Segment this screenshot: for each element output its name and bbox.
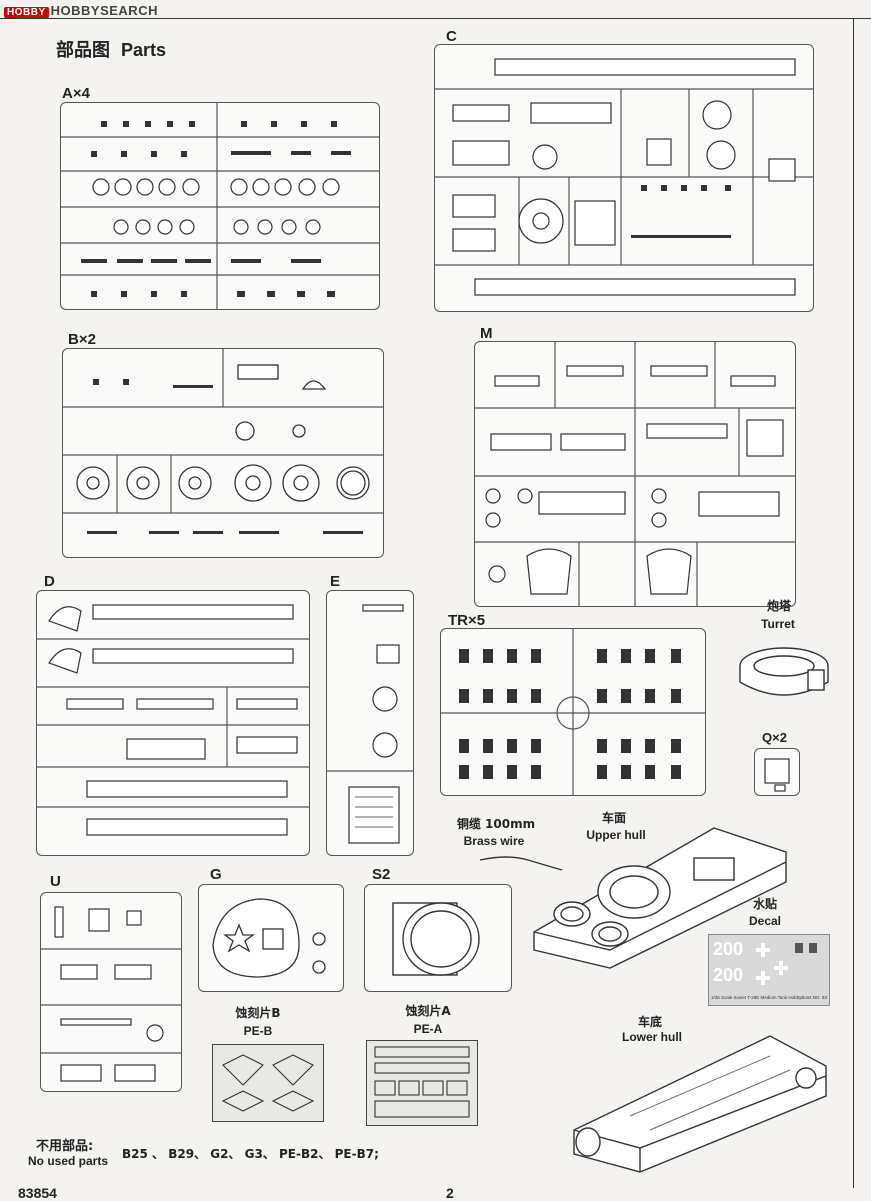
pe-b-caption-en: PE-B — [243, 1024, 273, 1038]
sprue-g-label: G — [210, 866, 222, 883]
watermark-text: HOBBYSEARCH — [50, 3, 158, 18]
lower-hull-drawing — [573, 1035, 827, 1173]
right-rule — [853, 18, 854, 1188]
pe-b-caption-zh: 蚀刻片B — [235, 1006, 281, 1020]
top-rule — [0, 18, 871, 19]
sprue-q-drawing — [764, 758, 790, 792]
unused-parts-list: B25 、 B29、 G2、 G3、 PE-B2、 PE-B7; — [122, 1147, 379, 1161]
decal-caption-zh: 水贴 — [752, 897, 777, 911]
decal-sheet: 200 200 1/35 Scale Soviet T-28E Medium T… — [708, 934, 830, 1006]
sprue-u — [40, 892, 182, 1092]
pe-a-caption-zh: 蚀刻片A — [405, 1004, 451, 1018]
watermark-brand: HOBBY — [4, 7, 49, 18]
pe-a-drawing — [374, 1046, 470, 1118]
sprue-tr-drawing — [441, 629, 705, 795]
upper-hull-caption-en: Upper hull — [586, 828, 646, 842]
page-title-en: Parts — [121, 40, 167, 60]
pe-a-caption-en: PE-A — [413, 1022, 443, 1036]
unused-parts-title-en: No used parts — [28, 1154, 109, 1168]
decal-number-1: 200 — [713, 939, 744, 959]
pe-b-drawing — [221, 1054, 315, 1112]
pe-a-fret — [366, 1040, 478, 1126]
sprue-m-drawing — [475, 342, 795, 606]
turret-drawing — [739, 647, 829, 696]
sprue-tr — [440, 628, 706, 796]
sprue-c — [434, 44, 814, 312]
decal-number-2: 200 — [713, 965, 744, 985]
sprue-a — [60, 102, 380, 310]
turret-caption-en: Turret — [761, 617, 795, 631]
sprue-tr-label: TR×5 — [448, 612, 486, 629]
brass-wire-caption-zh: 铜缆 100mm — [456, 817, 536, 831]
sprue-d-drawing — [37, 604, 309, 836]
sprue-u-label: U — [50, 873, 61, 890]
decal-caption-en: Decal — [748, 914, 782, 928]
sprue-m-label: M — [480, 325, 493, 342]
kit-number: 83854 — [18, 1185, 57, 1201]
sprue-c-label: C — [446, 28, 457, 45]
lower-hull-caption-en: Lower hull — [622, 1030, 682, 1044]
sprue-q-label: Q×2 — [762, 730, 787, 745]
upper-hull-drawing — [533, 827, 787, 969]
sprue-q — [754, 748, 800, 796]
sprue-a-label: A×4 — [62, 85, 90, 102]
decal-crosses — [756, 943, 817, 985]
brass-wire-caption-en: Brass wire — [463, 834, 525, 848]
sprue-s2 — [364, 884, 512, 992]
brass-wire-drawing — [479, 856, 563, 871]
upper-hull-caption-zh: 车面 — [601, 811, 626, 825]
page-title-zh: 部品图 — [56, 40, 110, 61]
page-number: 2 — [446, 1185, 454, 1201]
sprue-c-drawing — [435, 58, 813, 296]
sprue-g — [198, 884, 344, 992]
sprue-u-drawing — [41, 906, 181, 1082]
sprue-m — [474, 341, 796, 607]
sprue-s2-drawing — [392, 902, 480, 976]
sprue-g-drawing — [212, 898, 326, 978]
sprue-d-label: D — [44, 573, 55, 590]
page-title: 部品图 Parts — [56, 36, 166, 62]
unused-parts-title-zh: 不用部品: — [36, 1139, 94, 1154]
sprue-e-label: E — [330, 573, 341, 590]
sprue-d — [36, 590, 310, 856]
sprue-s2-label: S2 — [372, 866, 391, 883]
pe-b-fret — [212, 1044, 324, 1122]
sprue-a-drawing — [61, 103, 379, 309]
sprue-b-drawing — [63, 349, 383, 534]
sprue-b-label: B×2 — [68, 331, 96, 348]
lower-hull-caption-zh: 车底 — [637, 1015, 662, 1029]
sprue-b — [62, 348, 384, 558]
decal-sheet-caption: 1/35 Scale Soviet T-28E Medium Tank Hobb… — [711, 995, 827, 1000]
sprue-e-drawing — [327, 604, 413, 844]
sprue-e — [326, 590, 414, 856]
turret-caption-zh: 炮塔 — [766, 599, 791, 613]
